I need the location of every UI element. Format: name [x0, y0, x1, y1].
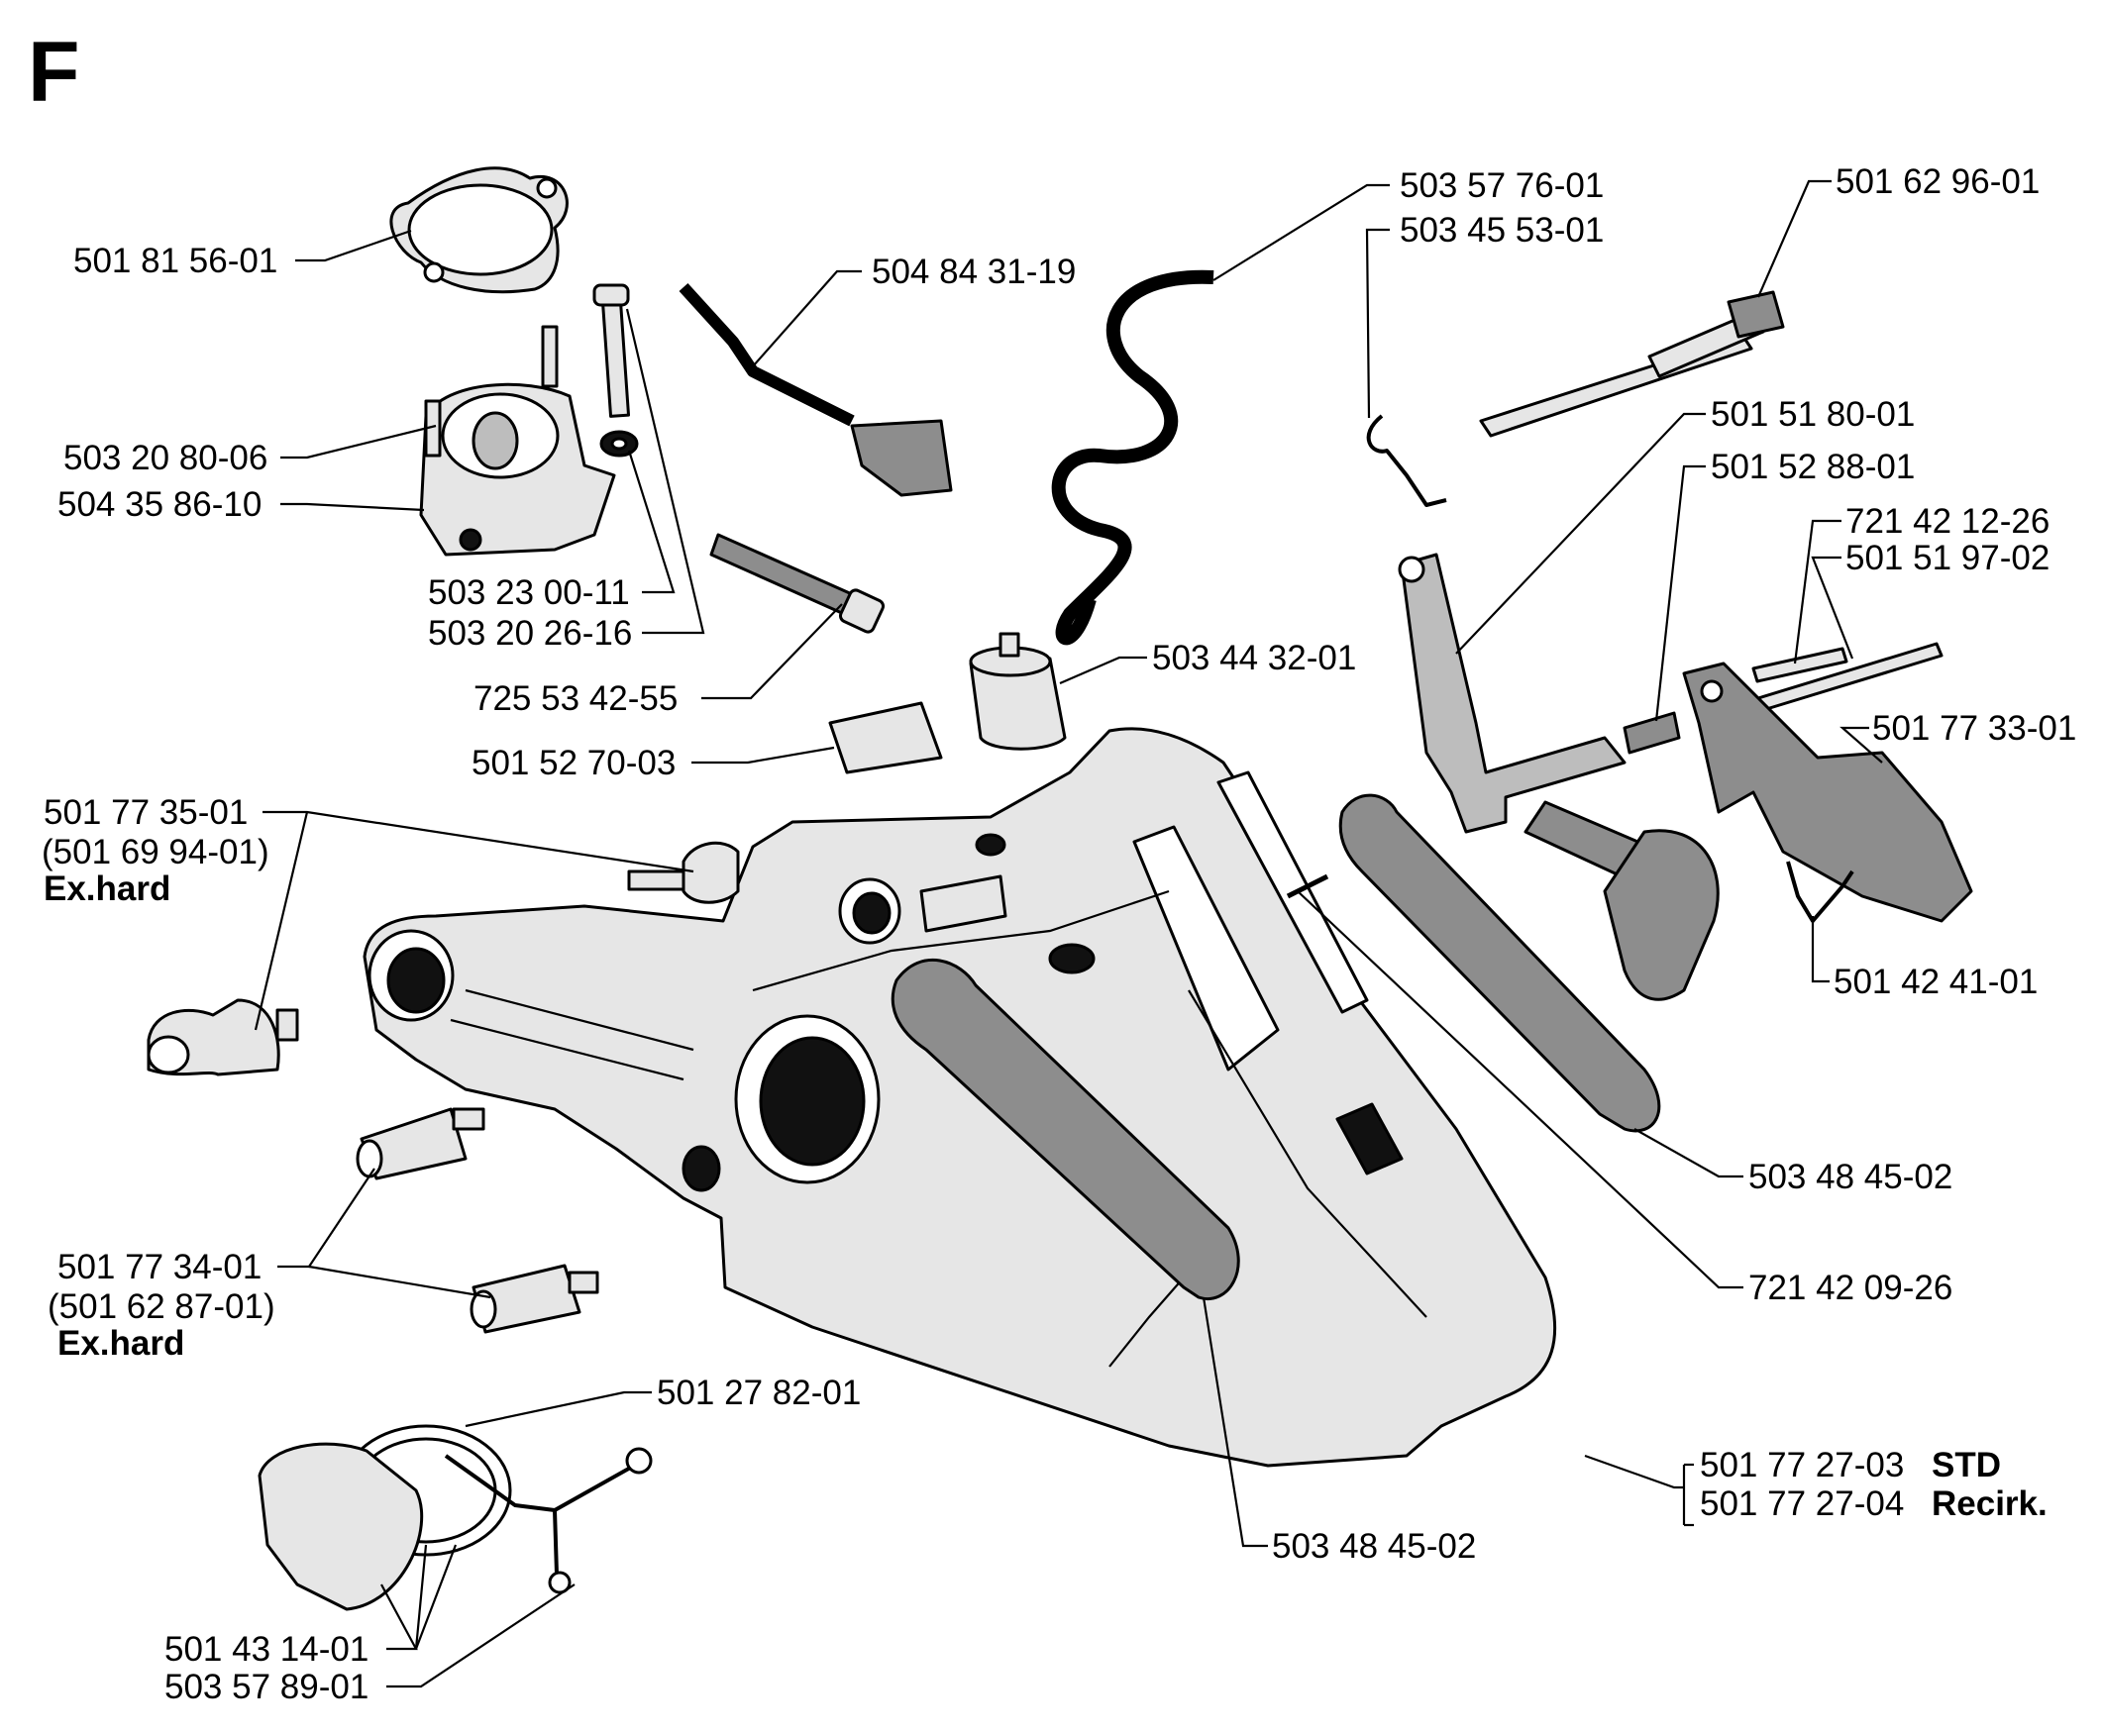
pump-shaft-part [1479, 290, 1785, 438]
callout-label: 501 77 27-04 [1700, 1484, 1904, 1523]
callout-label: 725 53 42-55 [473, 679, 678, 718]
callout-label: 721 42 09-26 [1748, 1269, 1952, 1307]
gasket-part [389, 166, 569, 294]
callout-label: 501 52 70-03 [472, 744, 676, 782]
callout-label: 501 77 35-01 [44, 793, 248, 832]
callout-note: Ex.hard [57, 1324, 184, 1363]
callout-note: Ex.hard [44, 869, 170, 908]
callout-label: 501 27 82-01 [657, 1374, 861, 1412]
callout-sub-label: (501 62 87-01) [48, 1287, 275, 1326]
small-spring-part [1623, 711, 1681, 755]
callout-label: 503 57 76-01 [1400, 166, 1604, 205]
callout-label: 503 20 80-06 [63, 439, 267, 477]
oil-filter-part [969, 632, 1067, 751]
callout-label: 503 20 26-16 [428, 614, 632, 653]
bolt-part [709, 533, 886, 634]
hook-part [1366, 414, 1447, 507]
callout-label: 503 45 53-01 [1400, 211, 1604, 250]
leader-lines [254, 179, 1883, 1688]
callout-label: 501 77 34-01 [57, 1248, 262, 1286]
callout-label: 503 44 32-01 [1152, 639, 1356, 677]
rubber-buffer-top-part [627, 841, 740, 904]
callout-label: 503 48 45-02 [1748, 1158, 1952, 1196]
callout-label: 503 57 89-01 [164, 1668, 368, 1706]
callout-label: 501 62 96-01 [1836, 162, 2040, 201]
rubber-buffer-left-part [147, 998, 299, 1076]
brake-lever-part [1398, 553, 1720, 1001]
callout-label: 504 84 31-19 [872, 253, 1076, 291]
callout-label: 501 51 80-01 [1711, 395, 1915, 434]
chain-guide-right-part [1286, 793, 1661, 1133]
callout-sub-label: (501 69 94-01) [42, 833, 269, 871]
callout-label: 721 42 12-26 [1845, 502, 2049, 541]
callout-label: 501 43 14-01 [164, 1630, 368, 1669]
tank-cap-part [258, 1424, 653, 1611]
av-spring-upper-part [356, 1107, 485, 1180]
callout-label: 501 81 56-01 [73, 242, 277, 280]
oil-hose-spiral-part [1051, 269, 1214, 646]
av-spring-lower-part [470, 1264, 599, 1334]
section-letter: F [28, 25, 80, 120]
callout-label: 504 35 86-10 [57, 485, 262, 524]
callout-variant: Recirk. [1932, 1484, 2048, 1523]
throttle-link-part [679, 282, 953, 497]
cover-plate-part [828, 701, 943, 774]
callout-label: 501 51 97-02 [1845, 539, 2049, 577]
callout-label: 503 48 45-02 [1272, 1527, 1476, 1566]
callout-variant: STD [1932, 1446, 2001, 1484]
callout-label: 501 42 41-01 [1834, 963, 2038, 1001]
callout-label: 501 77 27-03 [1700, 1446, 1904, 1484]
intake-flange-part [419, 325, 616, 557]
pins-part [1751, 642, 1944, 712]
callout-label: 503 23 00-11 [428, 573, 630, 612]
screw-part [592, 283, 639, 458]
callout-label: 501 77 33-01 [1872, 709, 2076, 748]
callout-label: 501 52 88-01 [1711, 448, 1915, 486]
hand-guard-part [1682, 662, 1973, 923]
